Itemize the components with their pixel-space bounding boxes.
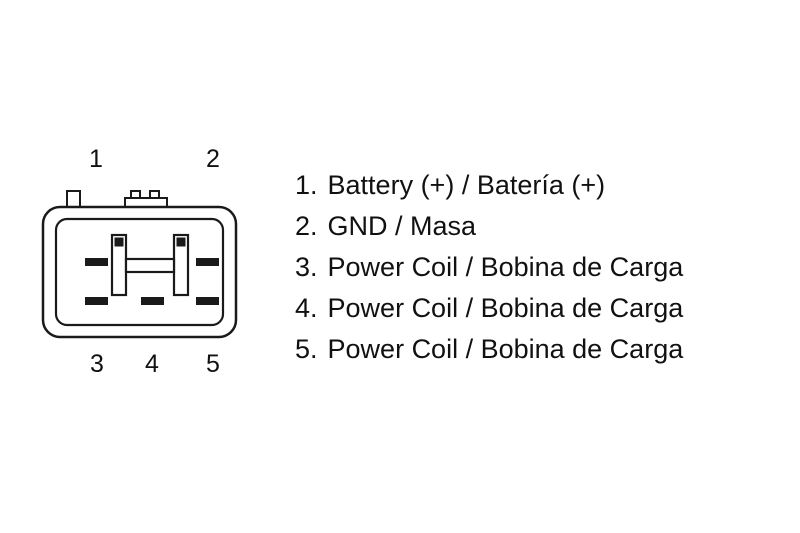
legend-number-3: 3. <box>295 252 318 282</box>
pin-number-4: 4 <box>145 350 159 378</box>
pin-terminal-5 <box>196 297 219 305</box>
legend-row-1: 1. Battery (+) / Batería (+) <box>295 165 683 206</box>
legend-row-5: 5. Power Coil / Bobina de Carga <box>295 329 683 370</box>
pin-terminal-1 <box>85 258 108 266</box>
pin-number-2: 2 <box>206 145 220 173</box>
legend-number-1: 1. <box>295 170 318 200</box>
legend-number-5: 5. <box>295 334 318 364</box>
pin-legend: 1. Battery (+) / Batería (+) 2. GND / Masa… <box>295 165 683 370</box>
legend-row-2: 2. GND / Masa <box>295 206 683 247</box>
legend-label-4: Power Coil / Bobina de Carga <box>327 293 684 323</box>
legend-label-1: Battery (+) / Batería (+) <box>327 170 606 200</box>
pin-terminal-4 <box>141 297 164 305</box>
legend-number-2: 2. <box>295 211 318 241</box>
legend-row-4: 4. Power Coil / Bobina de Carga <box>295 288 683 329</box>
key-slot-right-cap <box>176 237 186 247</box>
pin-terminal-2 <box>196 258 219 266</box>
legend-label-5: Power Coil / Bobina de Carga <box>327 334 684 364</box>
legend-label-2: GND / Masa <box>327 211 477 241</box>
key-slot-left-cap <box>114 237 124 247</box>
legend-label-3: Power Coil / Bobina de Carga <box>327 252 684 282</box>
pin-number-5: 5 <box>206 350 220 378</box>
key-slot-bridge <box>124 257 176 274</box>
pin-number-3: 3 <box>90 350 104 378</box>
pin-terminal-3 <box>85 297 108 305</box>
legend-number-4: 4. <box>295 293 318 323</box>
pin-number-1: 1 <box>89 145 103 173</box>
legend-row-3: 3. Power Coil / Bobina de Carga <box>295 247 683 288</box>
